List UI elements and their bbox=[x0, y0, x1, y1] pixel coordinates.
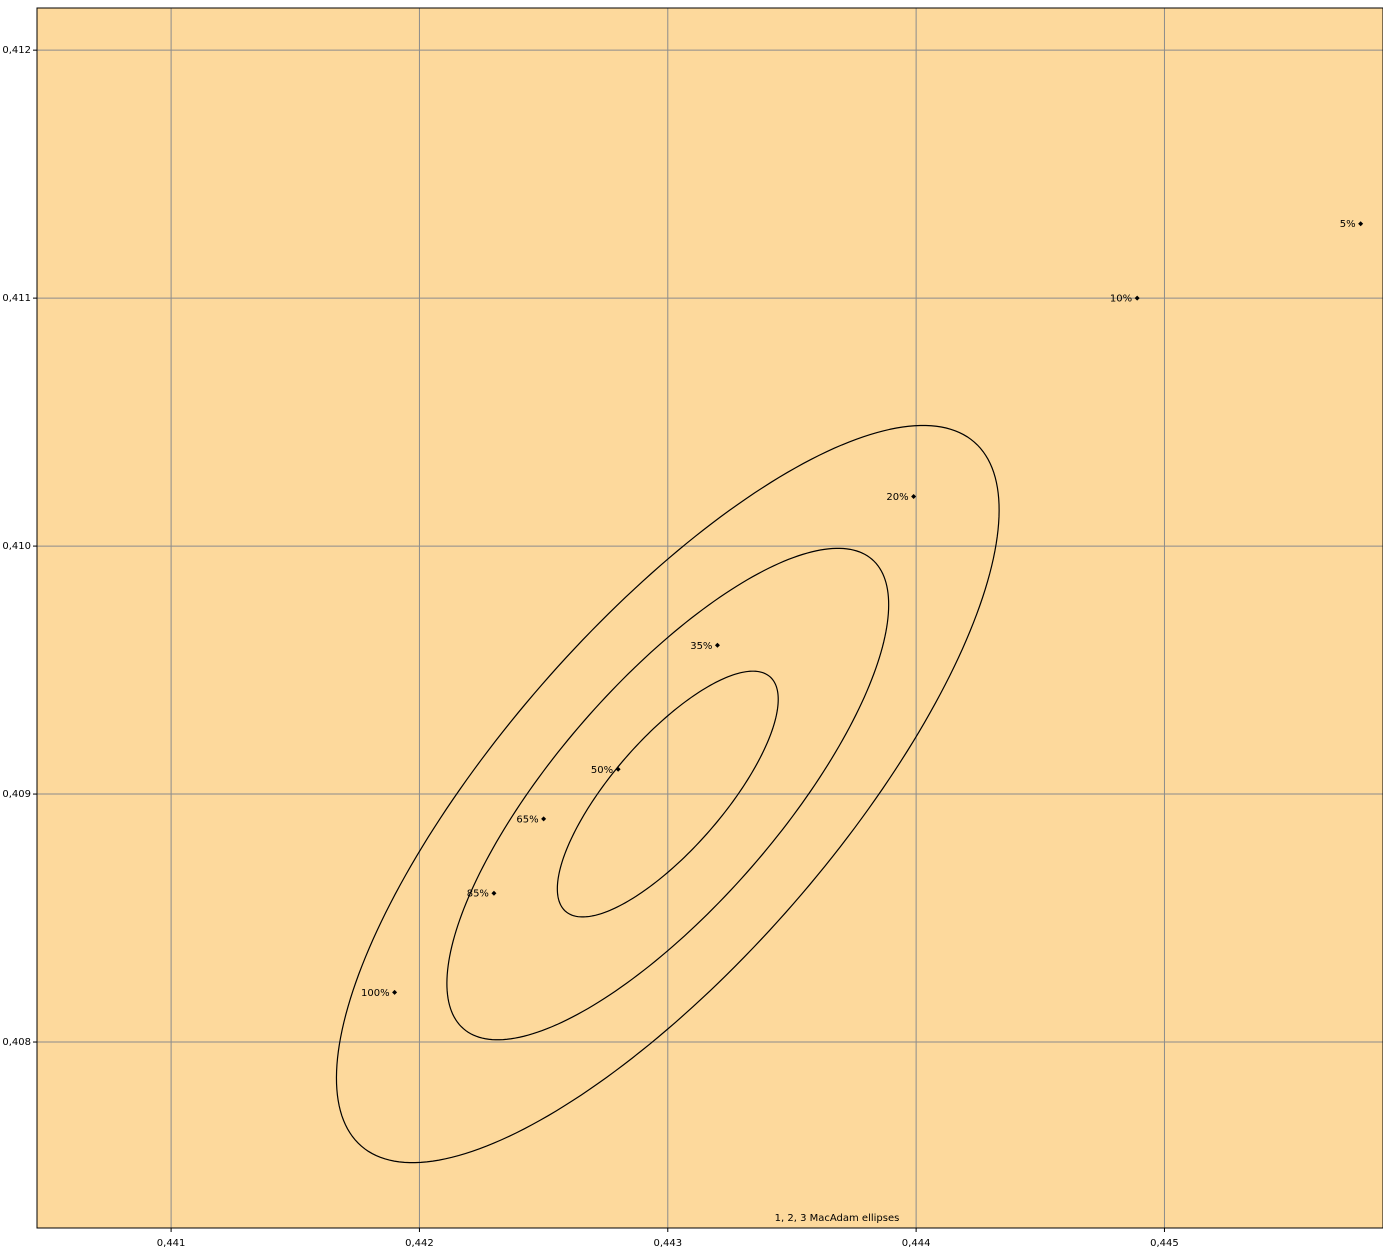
y-tick-label: 0,408 bbox=[2, 1037, 31, 1048]
point-marker bbox=[1134, 295, 1140, 301]
y-axis: 0,408 0,409 0,410 0,411 0,412 bbox=[2, 45, 37, 1048]
grid-lines bbox=[37, 8, 1383, 1228]
y-tick-label: 0,409 bbox=[2, 789, 31, 800]
x-tick-label: 0,442 bbox=[405, 1238, 434, 1249]
macadam-ellipse-1 bbox=[556, 670, 779, 918]
point-label: 35% bbox=[690, 641, 712, 652]
x-tick-label: 0,441 bbox=[157, 1238, 186, 1249]
point-label: 20% bbox=[886, 492, 908, 503]
plot-area bbox=[37, 8, 1383, 1228]
data-points: 100% 85% 65% 50% 35% 20% 10% 5% bbox=[361, 219, 1364, 999]
x-tick-label: 0,443 bbox=[653, 1238, 682, 1249]
plot-frame bbox=[36, 7, 1383, 1229]
point-marker bbox=[911, 493, 917, 499]
y-tick-label: 0,411 bbox=[2, 293, 31, 304]
x-tick-label: 0,445 bbox=[1150, 1238, 1179, 1249]
macadam-ellipses bbox=[335, 424, 1000, 1164]
x-tick-label: 0,444 bbox=[902, 1238, 931, 1249]
point-label: 85% bbox=[467, 889, 489, 900]
ellipse-annotation: 1, 2, 3 MacAdam ellipses bbox=[775, 1213, 900, 1224]
macadam-ellipse-3 bbox=[335, 424, 1000, 1164]
point-marker bbox=[615, 766, 621, 772]
y-tick-label: 0,412 bbox=[2, 45, 31, 56]
macadam-ellipse-2 bbox=[446, 547, 890, 1041]
x-axis: 0,441 0,442 0,443 0,444 0,445 bbox=[157, 1228, 1179, 1249]
point-marker bbox=[392, 989, 398, 995]
point-label: 50% bbox=[591, 765, 613, 776]
y-tick-label: 0,410 bbox=[2, 541, 31, 552]
point-label: 10% bbox=[1110, 294, 1132, 305]
point-marker bbox=[714, 642, 720, 648]
point-marker bbox=[541, 816, 547, 822]
point-label: 5% bbox=[1340, 219, 1356, 230]
point-marker bbox=[1358, 221, 1364, 227]
point-marker bbox=[491, 890, 497, 896]
point-label: 65% bbox=[516, 814, 538, 825]
point-label: 100% bbox=[361, 988, 390, 999]
